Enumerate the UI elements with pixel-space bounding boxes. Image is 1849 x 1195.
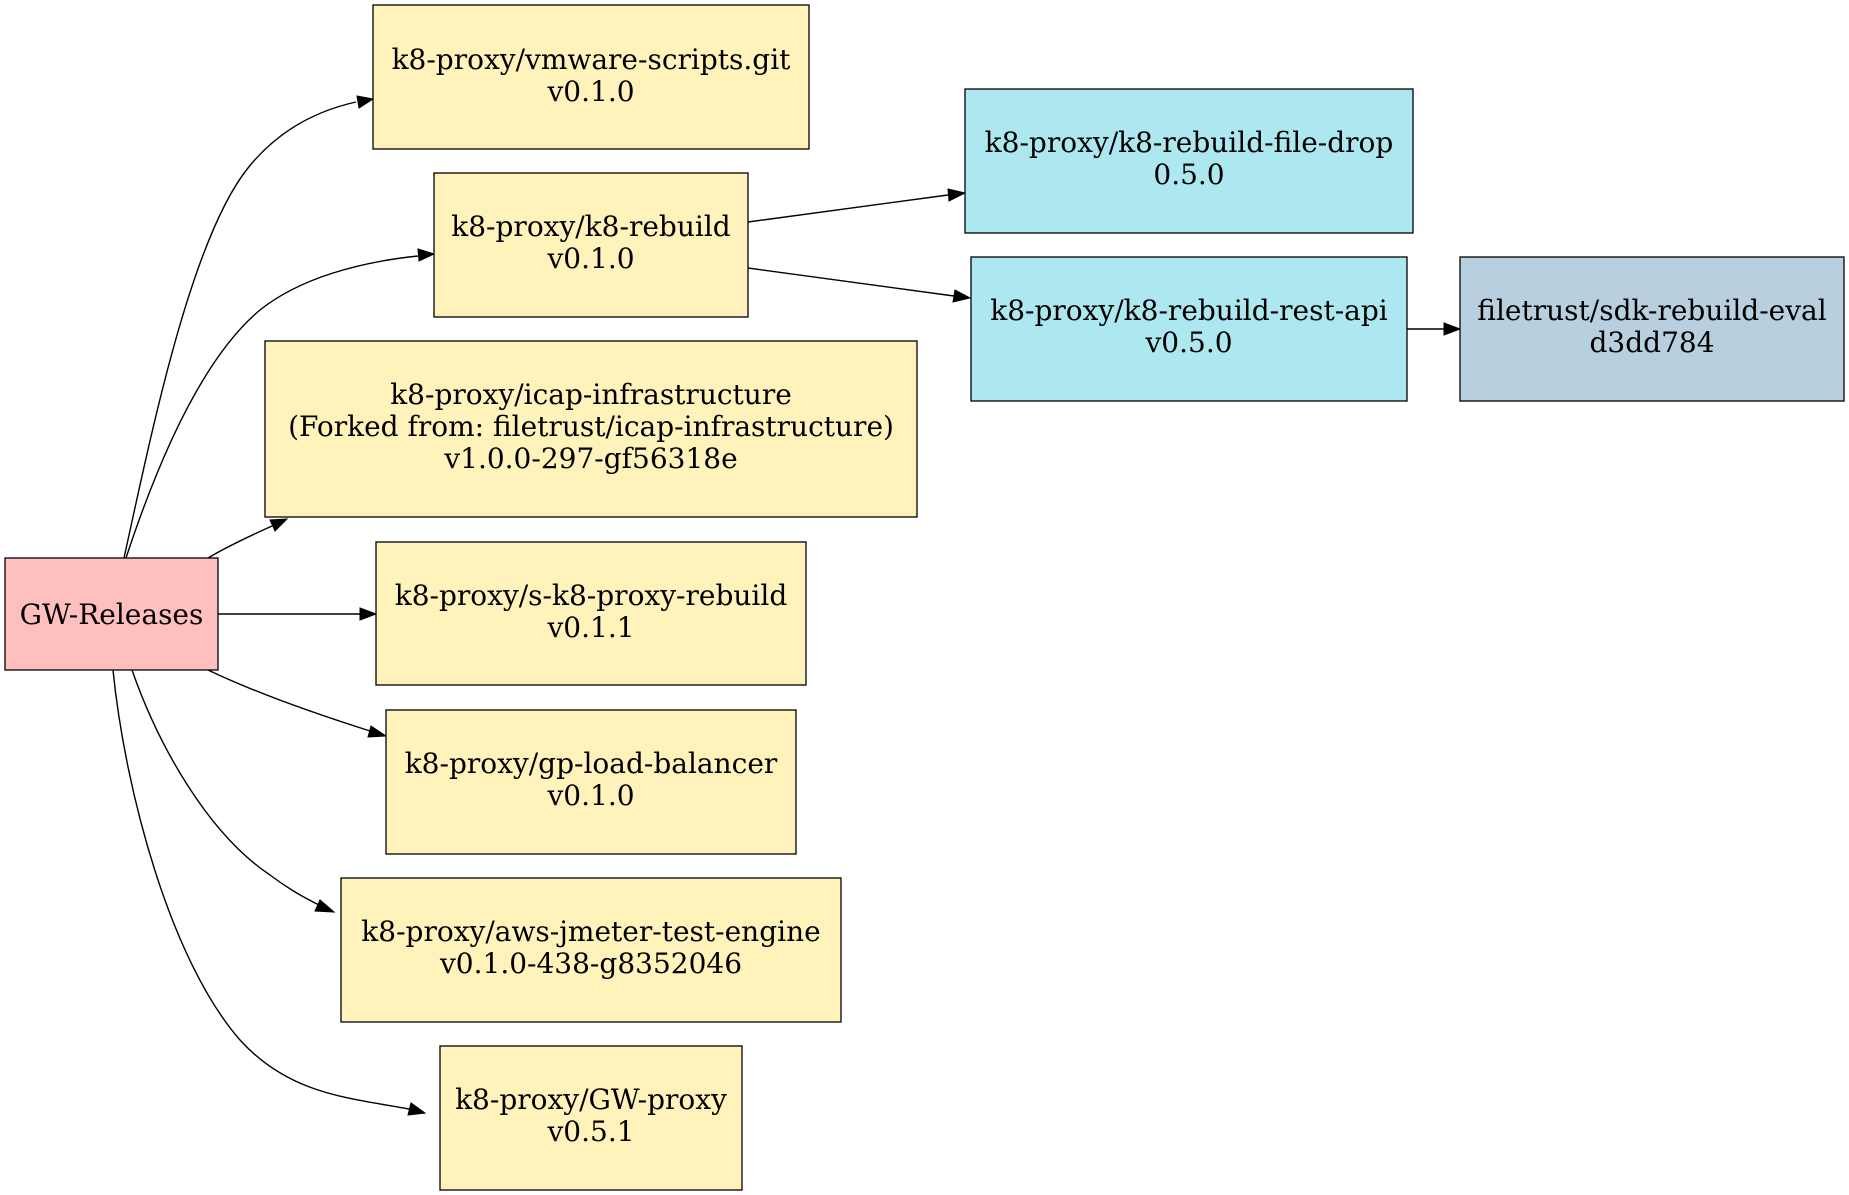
node-s-k8-proxy-rebuild-name: k8-proxy/s-k8-proxy-rebuild <box>395 579 788 612</box>
node-gw-proxy-name: k8-proxy/GW-proxy <box>455 1083 727 1116</box>
node-k8-rebuild: k8-proxy/k8-rebuild v0.1.0 <box>433 172 749 318</box>
node-icap-infrastructure-fork-note: (Forked from: filetrust/icap-infrastruct… <box>288 410 894 443</box>
node-vmware-scripts-name: k8-proxy/vmware-scripts.git <box>392 43 792 76</box>
node-k8-rebuild-rest-api-version: v0.5.0 <box>1144 326 1232 359</box>
node-aws-jmeter-test-engine-version: v0.1.0-438-g8352046 <box>439 947 742 980</box>
edge-k8-rebuild-to-file-drop <box>747 188 967 223</box>
edge-root-to-aws-jmeter-test-engine <box>131 669 336 913</box>
node-gw-releases-label: GW-Releases <box>20 598 204 631</box>
node-k8-rebuild-name: k8-proxy/k8-rebuild <box>451 210 731 243</box>
edge-root-to-icap-infrastructure <box>207 518 289 559</box>
node-gp-load-balancer-version: v0.1.0 <box>546 779 634 812</box>
node-k8-rebuild-rest-api-name: k8-proxy/k8-rebuild-rest-api <box>990 294 1388 327</box>
node-k8-rebuild-rest-api: k8-proxy/k8-rebuild-rest-api v0.5.0 <box>970 256 1408 402</box>
node-sdk-rebuild-eval: filetrust/sdk-rebuild-eval d3dd784 <box>1459 256 1845 402</box>
node-sdk-rebuild-eval-box <box>1459 256 1845 402</box>
node-icap-infrastructure-name: k8-proxy/icap-infrastructure <box>390 378 792 411</box>
node-gw-releases-box <box>4 557 219 671</box>
node-icap-infrastructure-box <box>264 340 918 518</box>
node-s-k8-proxy-rebuild-box <box>375 541 807 686</box>
node-k8-rebuild-box <box>433 172 749 318</box>
node-sdk-rebuild-eval-version: d3dd784 <box>1589 326 1714 359</box>
edge-k8-rebuild-to-rest-api <box>747 267 972 303</box>
node-icap-infrastructure-version: v1.0.0-297-gf56318e <box>443 442 737 475</box>
node-k8-rebuild-version: v0.1.0 <box>546 242 634 275</box>
node-s-k8-proxy-rebuild: k8-proxy/s-k8-proxy-rebuild v0.1.1 <box>375 541 807 686</box>
node-gp-load-balancer-box <box>385 709 797 855</box>
node-gw-proxy-version: v0.5.1 <box>546 1115 634 1148</box>
edge-root-to-vmware-scripts <box>123 95 375 559</box>
edge-root-to-k8-rebuild <box>125 248 436 559</box>
node-vmware-scripts-box <box>372 4 810 150</box>
node-sdk-rebuild-eval-name: filetrust/sdk-rebuild-eval <box>1477 294 1826 327</box>
node-icap-infrastructure: k8-proxy/icap-infrastructure (Forked fro… <box>264 340 918 518</box>
node-vmware-scripts: k8-proxy/vmware-scripts.git v0.1.0 <box>372 4 810 150</box>
node-gw-proxy-box <box>439 1045 743 1191</box>
node-vmware-scripts-version: v0.1.0 <box>546 75 634 108</box>
edge-root-to-gw-proxy <box>112 669 427 1116</box>
node-k8-rebuild-file-drop-name: k8-proxy/k8-rebuild-file-drop <box>985 126 1394 159</box>
edge-root-to-gp-load-balancer <box>207 669 388 738</box>
node-s-k8-proxy-rebuild-version: v0.1.1 <box>546 611 634 644</box>
node-gp-load-balancer-name: k8-proxy/gp-load-balancer <box>405 747 778 780</box>
node-gw-releases: GW-Releases <box>4 557 219 671</box>
node-k8-rebuild-rest-api-box <box>970 256 1408 402</box>
node-k8-rebuild-file-drop-box <box>964 88 1414 234</box>
node-gw-proxy: k8-proxy/GW-proxy v0.5.1 <box>439 1045 743 1191</box>
edge-root-to-s-k8-proxy-rebuild <box>218 607 378 621</box>
node-k8-rebuild-file-drop-version: 0.5.0 <box>1153 158 1224 191</box>
node-gp-load-balancer: k8-proxy/gp-load-balancer v0.1.0 <box>385 709 797 855</box>
edge-rest-api-to-sdk-rebuild-eval <box>1407 322 1462 336</box>
node-aws-jmeter-test-engine-name: k8-proxy/aws-jmeter-test-engine <box>361 915 820 948</box>
node-k8-rebuild-file-drop: k8-proxy/k8-rebuild-file-drop 0.5.0 <box>964 88 1414 234</box>
node-aws-jmeter-test-engine: k8-proxy/aws-jmeter-test-engine v0.1.0-4… <box>340 877 842 1023</box>
node-aws-jmeter-test-engine-box <box>340 877 842 1023</box>
